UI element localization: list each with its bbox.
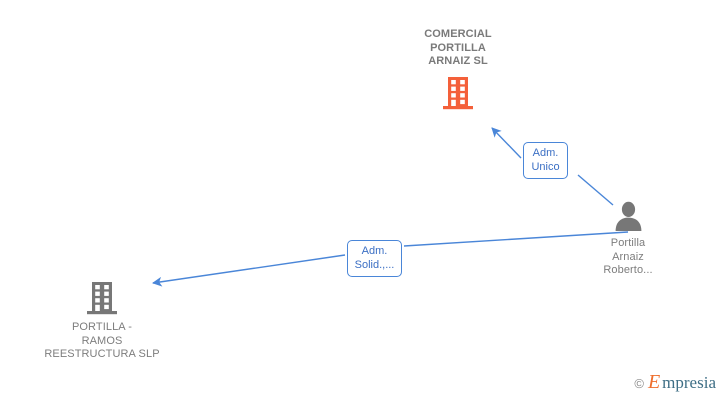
- node-company-secondary[interactable]: PORTILLA - RAMOS REESTRUCTURA SLP: [22, 281, 182, 362]
- building-icon[interactable]: [22, 281, 182, 315]
- node-person-label: Portilla Arnaiz Roberto...: [603, 237, 653, 276]
- node-company-secondary-label: PORTILLA - RAMOS REESTRUCTURA SLP: [44, 321, 160, 360]
- brand-name: mpresia: [662, 373, 716, 392]
- edge-label-adm-unico[interactable]: Adm. Unico: [523, 142, 568, 179]
- person-icon[interactable]: [548, 201, 708, 231]
- node-company-root[interactable]: COMERCIAL PORTILLA ARNAIZ SL: [378, 28, 538, 110]
- node-person[interactable]: Portilla Arnaiz Roberto...: [548, 201, 708, 278]
- building-icon[interactable]: [378, 76, 538, 110]
- brand-initial: E: [647, 371, 661, 393]
- node-root-label: COMERCIAL PORTILLA ARNAIZ SL: [424, 28, 492, 67]
- edge-label-adm-solid[interactable]: Adm. Solid.,...: [347, 240, 402, 277]
- copyright-icon: ©: [634, 376, 644, 391]
- watermark-empresia: © E mpresia: [634, 372, 716, 392]
